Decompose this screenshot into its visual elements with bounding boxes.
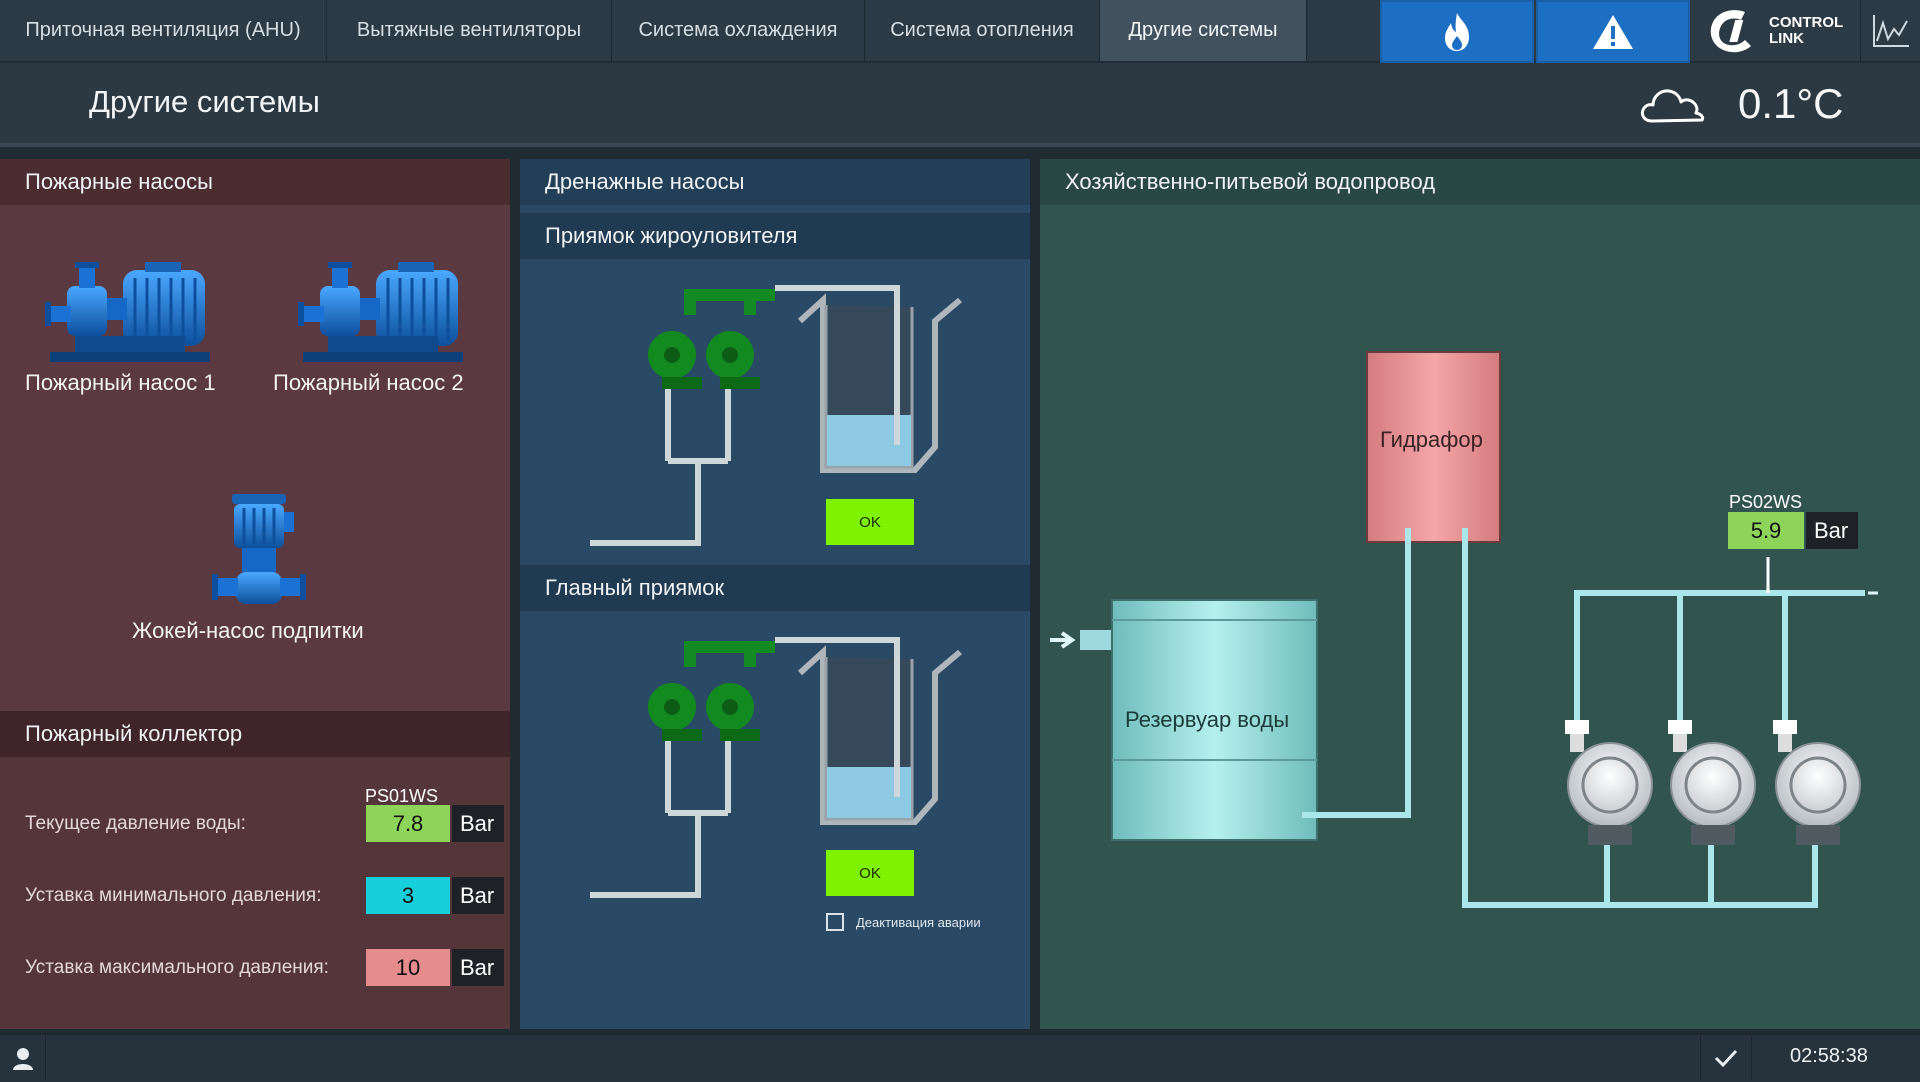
main-sump-diagram <box>590 637 962 898</box>
tab-other-systems[interactable]: Другие системы <box>1100 0 1307 61</box>
acknowledge-button[interactable] <box>1700 1035 1752 1080</box>
alarm-deactivation-checkbox[interactable]: Деактивация аварии <box>826 913 981 931</box>
alarm-deactivation-label: Деактивация аварии <box>856 914 981 930</box>
current-pressure-value: 7.8 <box>366 805 450 842</box>
page-title: Другие системы <box>89 84 320 119</box>
grease-trap-status: OK <box>826 499 914 545</box>
fire-pump-2-icon[interactable] <box>298 256 468 366</box>
jockey-pump-label: Жокей-насос подпитки <box>132 618 364 643</box>
outdoor-temperature: 0.1°C <box>1738 80 1844 127</box>
warning-alarm-button[interactable] <box>1536 0 1690 63</box>
logo-text: CONTROL LINK <box>1769 13 1844 47</box>
trend-chart-icon <box>1873 14 1909 47</box>
user-button[interactable] <box>0 1035 46 1080</box>
control-link-logo-icon <box>1710 9 1751 52</box>
min-pressure-setpoint-label: Уставка минимального давления: <box>25 885 322 906</box>
max-pressure-setpoint-label: Уставка максимального давления: <box>25 957 329 978</box>
main-sump-status: OK <box>826 850 914 896</box>
tab-exhaust-fans[interactable]: Вытяжные вентиляторы <box>327 0 612 61</box>
fire-collector-title: Пожарный коллектор <box>0 711 510 757</box>
water-supply-title: Хозяйственно-питьевой водопровод <box>1040 159 1920 205</box>
fire-alarm-button[interactable] <box>1380 0 1534 63</box>
ps01ws-tag: PS01WS <box>365 786 439 806</box>
fire-icon <box>1445 12 1469 51</box>
current-pressure-label: Текущее давление воды: <box>25 813 246 834</box>
logo-text-line2: LINK <box>1769 29 1804 47</box>
fire-pumps-title: Пожарные насосы <box>0 159 510 205</box>
drainage-pumps-title: Дренажные насосы <box>520 159 1030 205</box>
system-clock: 02:58:38 <box>1790 1045 1868 1067</box>
max-pressure-setpoint-unit: Bar <box>452 949 504 986</box>
user-icon <box>12 1047 33 1070</box>
jockey-pump-icon[interactable] <box>212 492 312 612</box>
checkbox-box[interactable] <box>826 913 844 931</box>
ps02ws-tag: PS02WS <box>1729 492 1803 512</box>
min-pressure-setpoint-unit: Bar <box>452 877 504 914</box>
control-link-logo: CONTROL LINK <box>1705 0 1855 61</box>
fire-pump-2-label: Пожарный насос 2 <box>273 370 464 395</box>
cloud-icon <box>1640 89 1705 123</box>
tab-cooling-system[interactable]: Система охлаждения <box>612 0 865 61</box>
current-pressure-unit: Bar <box>452 805 504 842</box>
tab-supply-ventilation[interactable]: Приточная вентиляция (AHU) <box>0 0 327 61</box>
grease-trap-sump-diagram <box>590 285 962 546</box>
logo-text-line1: CONTROL <box>1769 13 1844 31</box>
main-sump-title: Главный приямок <box>520 565 1030 611</box>
trend-chart-button[interactable] <box>1860 0 1920 61</box>
fire-pump-1-icon[interactable] <box>45 256 215 366</box>
page-header <box>0 63 1920 147</box>
max-pressure-setpoint-value[interactable]: 10 <box>366 949 450 986</box>
hydrophore-label: Гидрафор <box>1380 427 1483 452</box>
tab-heating-system[interactable]: Система отопления <box>865 0 1100 61</box>
warning-icon <box>1593 14 1633 49</box>
water-supply-diagram <box>1050 351 1878 908</box>
water-reservoir-label: Резервуар воды <box>1125 707 1290 732</box>
min-pressure-setpoint-value[interactable]: 3 <box>366 877 450 914</box>
status-bar <box>0 1033 1920 1082</box>
water-pressure-value: 5.9 <box>1728 512 1804 549</box>
checkmark-icon <box>1714 1049 1738 1067</box>
water-pressure-unit: Bar <box>1806 512 1858 549</box>
grease-trap-sump-title: Приямок жироуловителя <box>520 213 1030 259</box>
fire-pump-1-label: Пожарный насос 1 <box>25 370 216 395</box>
